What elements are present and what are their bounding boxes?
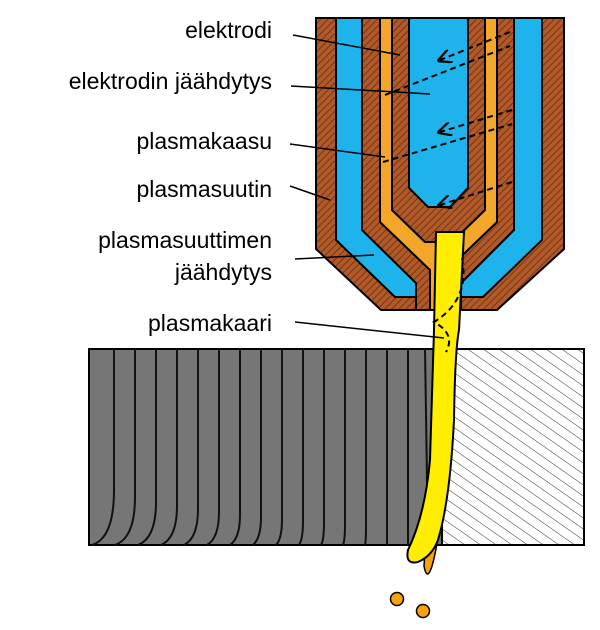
dashed-arrow-icon: [440, 109, 513, 132]
workpiece-cut: [88, 348, 443, 546]
workpiece-uncut: [439, 348, 585, 546]
molten-droplet: [415, 603, 431, 619]
label-nozzle-cooling-line1: plasmasuuttimen: [98, 227, 272, 253]
electrode-cooling: [408, 17, 469, 208]
leader-electrode-cooling: [290, 85, 431, 95]
workpiece: [88, 348, 585, 546]
leader-plasma-nozzle: [289, 185, 331, 201]
labels: elektrodi elektrodin jäähdytys plasmakaa…: [69, 17, 272, 336]
leader-nozzle-cooling: [294, 254, 375, 260]
label-plasma-arc: plasmakaari: [148, 310, 272, 336]
leader-plasma-arc: [294, 321, 445, 339]
plasma-arc: [406, 231, 466, 564]
label-electrode: elektrodi: [185, 17, 272, 43]
drag-lines: [91, 348, 429, 546]
label-plasma-nozzle: plasmasuutin: [136, 176, 272, 202]
label-plasma-gas: plasmakaasu: [136, 128, 272, 154]
arc-swirl: [432, 257, 465, 353]
molten-droplet: [389, 591, 405, 607]
label-electrode-cooling: elektrodin jäähdytys: [69, 68, 272, 94]
plasma-arc-group: [389, 231, 466, 619]
dashed-arrow-icon: [440, 31, 511, 60]
dashed-arrow-icon: [382, 123, 513, 163]
dashed-arrow-icon: [384, 45, 511, 96]
leader-electrode: [292, 34, 401, 56]
dashed-arrow-icon: [440, 181, 513, 205]
leader-plasma-gas: [289, 143, 386, 158]
flow-lines: [382, 31, 513, 353]
label-nozzle-cooling-line2: jäähdytys: [174, 259, 272, 285]
leader-lines: [289, 34, 445, 339]
